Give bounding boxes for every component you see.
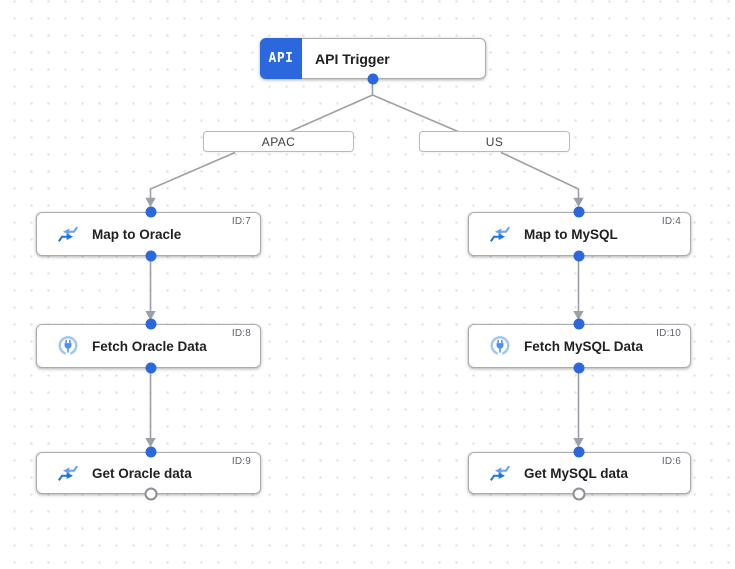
- node-fetch-oracle-data[interactable]: ID:8 Fetch Oracle Data: [36, 324, 261, 368]
- node-fetch-mysql-data[interactable]: ID:10 Fetch MySQL Data: [468, 324, 691, 368]
- data-mapping-icon: [57, 462, 79, 484]
- edge-label-text: APAC: [261, 134, 296, 149]
- node-id-badge: ID:9: [231, 456, 251, 467]
- output-port[interactable]: [573, 250, 584, 262]
- input-port[interactable]: [145, 446, 156, 458]
- connector-icon: [489, 335, 511, 357]
- node-title: Map to MySQL: [524, 226, 618, 242]
- node-id-badge: ID:8: [231, 328, 251, 339]
- node-title: Fetch MySQL Data: [524, 338, 644, 354]
- node-api-trigger[interactable]: API API Trigger: [260, 38, 486, 79]
- node-id-badge: ID:10: [656, 328, 681, 339]
- edge-label-us[interactable]: US: [419, 131, 570, 152]
- input-port[interactable]: [145, 318, 156, 330]
- input-port[interactable]: [573, 206, 584, 218]
- api-trigger-icon: API: [260, 38, 302, 79]
- edge-apac-to-map-oracle: [149, 151, 236, 199]
- edge-trigger-to-apac: [289, 94, 373, 133]
- connector-icon: [57, 335, 79, 357]
- input-port[interactable]: [573, 318, 584, 330]
- node-id-badge: ID:7: [231, 216, 251, 227]
- input-port[interactable]: [573, 446, 584, 458]
- input-port[interactable]: [145, 206, 156, 218]
- data-mapping-icon: [489, 462, 511, 484]
- node-map-to-mysql[interactable]: ID:4 Map to MySQL: [468, 212, 691, 256]
- node-title: Fetch Oracle Data: [92, 338, 207, 354]
- node-id-badge: ID:4: [661, 216, 681, 227]
- output-port[interactable]: [367, 73, 378, 85]
- edge-trigger-to-us: [372, 94, 459, 133]
- node-title: API Trigger: [315, 50, 390, 67]
- output-port[interactable]: [573, 362, 584, 374]
- data-mapping-icon: [57, 223, 79, 245]
- output-port-empty[interactable]: [572, 487, 585, 501]
- node-title: Get MySQL data: [524, 465, 629, 481]
- node-get-mysql-data[interactable]: ID:6 Get MySQL data: [468, 452, 691, 494]
- node-id-badge: ID:6: [661, 456, 681, 467]
- data-mapping-icon: [489, 223, 511, 245]
- node-map-to-oracle[interactable]: ID:7 Map to Oracle: [36, 212, 261, 256]
- node-title: Get Oracle data: [92, 465, 192, 481]
- output-port-empty[interactable]: [144, 487, 157, 501]
- node-title: Map to Oracle: [92, 226, 182, 242]
- output-port[interactable]: [145, 362, 156, 374]
- edge-us-to-map-mysql: [500, 151, 580, 199]
- edge-label-text: US: [485, 134, 504, 149]
- edge-label-apac[interactable]: APAC: [203, 131, 354, 152]
- output-port[interactable]: [145, 250, 156, 262]
